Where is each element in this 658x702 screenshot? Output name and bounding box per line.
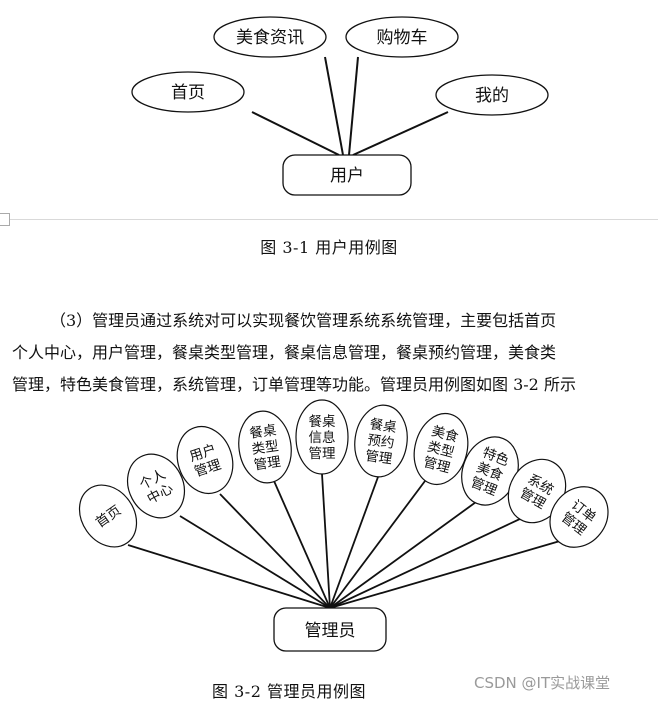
figure-3-2-caption: 图 3-2 管理员用例图 [212,682,366,701]
use-case-label-line: 管理 [192,457,223,481]
use-case-node: 餐桌预约管理 [354,404,408,478]
use-case-label: 我的 [475,86,509,106]
connector-admin-1 [179,515,331,609]
use-case-label-line: 管理 [468,474,499,499]
use-case-ellipse [345,16,459,58]
use-case-node: 首页 [78,484,138,548]
use-case-label: 购物车 [377,28,428,48]
use-case-label-line: 订单 [568,497,599,526]
use-case-ellipse [213,16,327,58]
connector-user-0 [251,111,340,156]
use-case-label-line: 中心 [145,480,177,507]
use-case-label-line: 用户 [187,441,218,466]
actor-box [273,607,387,652]
use-case-node: 餐桌类型管理 [238,410,292,484]
body-paragraph: （3）管理员通过系统对可以实现餐饮管理系统系统管理，主要包括首页 个人中心，用户… [12,305,652,401]
use-case-label-line: 管理 [364,448,393,468]
use-case-node: 美食资讯 [213,16,327,58]
connector-admin-2 [219,493,331,609]
use-case-label-line: 管理 [421,454,452,477]
use-case-node: 餐桌信息管理 [295,399,349,475]
actor-box [282,154,412,196]
use-case-ellipse [435,74,549,116]
use-case-node: 首页 [131,71,245,113]
actor-user: 用户 [282,154,412,196]
use-case-label-line: 美食 [430,422,461,446]
use-case-ellipse [354,404,408,478]
use-case-label-line: 特色 [480,444,511,470]
use-case-node: 购物车 [345,16,459,58]
use-case-label-line: 类型 [251,438,280,458]
paragraph-line-3: 管理，特色美食管理，系统管理，订单管理等功能。管理员用例图如图 3-2 所示 [12,375,576,394]
use-case-node: 个人中心 [126,453,186,519]
use-case-label-line: 预约 [366,432,395,452]
use-case-node: 用户管理 [176,426,234,494]
use-case-node: 特色美食管理 [461,436,519,506]
page-divider [10,219,658,220]
use-case-label-line: 首页 [93,503,124,532]
use-case-ellipse [413,412,469,486]
use-case-node: 订单管理 [549,486,609,548]
connector-admin-8 [329,517,523,609]
actor-label: 管理员 [305,621,356,641]
use-case-ellipse [238,410,292,484]
use-case-node: 我的 [435,74,549,116]
use-case-ellipse [507,458,567,524]
use-case-ellipse [131,71,245,113]
connector-admin-7 [329,501,477,609]
use-case-ellipse [176,426,234,494]
use-case-label-line: 餐桌 [369,416,398,436]
use-case-ellipse [549,486,609,548]
connector-user-2 [348,56,359,156]
connector-user-3 [352,111,449,156]
use-case-ellipse [78,484,138,548]
actor-admin: 管理员 [273,607,387,652]
use-case-ellipse [461,436,519,506]
figure-3-1-caption: 图 3-1 用户用例图 [260,238,398,257]
csdn-watermark: CSDN @IT实战课堂 [474,674,611,692]
connector-admin-5 [329,476,379,609]
use-case-label-line: 美食 [474,459,506,485]
use-case-ellipse [295,399,349,475]
paragraph-line-2: 个人中心，用户管理，餐桌类型管理，餐桌信息管理，餐桌预约管理，美食类 [12,343,557,362]
connector-admin-6 [329,480,426,609]
paragraph-line-1: （3）管理员通过系统对可以实现餐饮管理系统系统管理，主要包括首页 [50,311,557,330]
use-case-label-line: 餐桌 [309,414,336,430]
use-case-label-line: 餐桌 [248,422,277,442]
connector-admin-4 [321,473,331,609]
use-case-label-line: 个人 [137,466,169,493]
margin-mark [0,213,10,226]
connector-user-1 [324,56,344,156]
connector-admin-0 [127,544,331,609]
use-case-label-line: 系统 [525,471,556,498]
use-case-node: 系统管理 [507,458,567,524]
use-case-label: 美食资讯 [236,28,304,48]
use-case-label-line: 管理 [253,454,282,474]
use-case-label: 首页 [171,83,205,103]
use-case-label-line: 管理 [517,485,549,513]
use-case-label-line: 管理 [558,509,590,539]
use-case-label-line: 管理 [309,446,336,462]
use-case-ellipse [126,453,186,519]
connector-admin-9 [329,540,561,609]
actor-label: 用户 [330,166,364,186]
connector-admin-3 [273,480,331,609]
use-case-label-line: 类型 [426,439,456,461]
use-case-label-line: 信息 [309,429,336,446]
